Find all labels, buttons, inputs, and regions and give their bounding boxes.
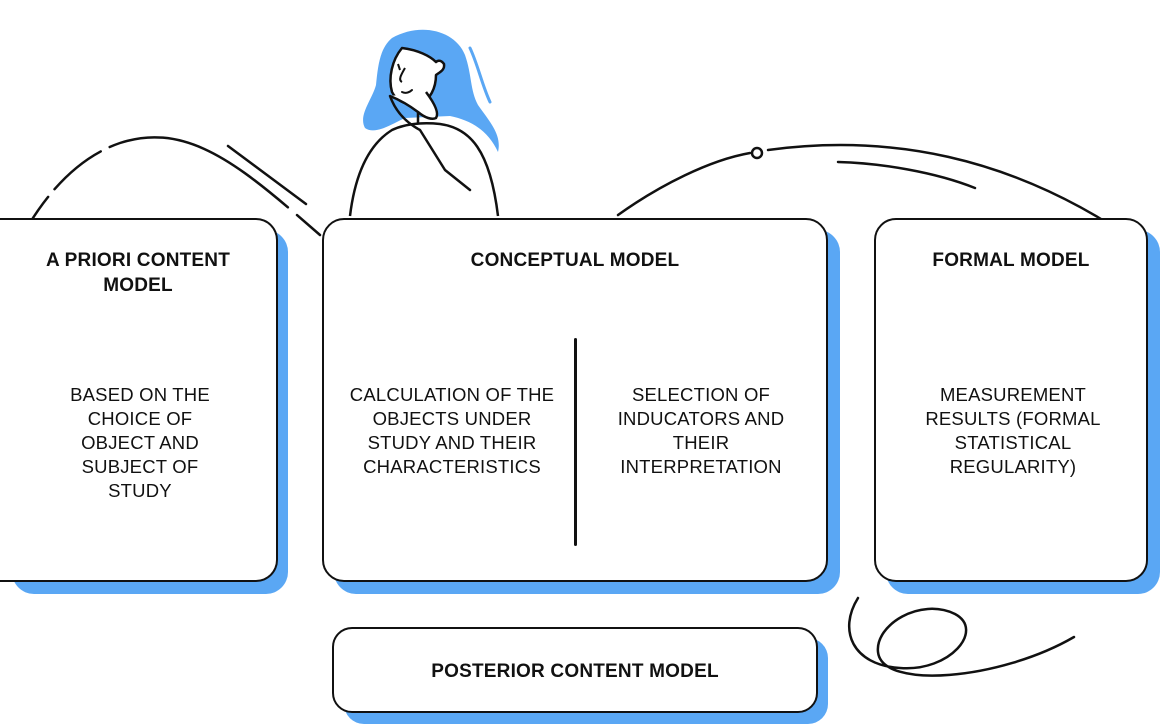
woman-body [348, 122, 500, 217]
a-priori-content-model-card: A PRIORI CONTENT MODEL BASED ON THE CHOI… [0, 218, 278, 582]
posterior-title: POSTERIOR CONTENT MODEL [431, 661, 719, 682]
decorative-line-left [226, 144, 308, 206]
formal-model-card: FORMAL MODEL MEASUREMENT RESULTS (FORMAL… [874, 218, 1148, 582]
formal-text: MEASUREMENT RESULTS (FORMAL STATISTICAL … [925, 384, 1101, 477]
conceptual-divider [574, 338, 577, 546]
a-priori-title: A PRIORI CONTENT MODEL [45, 250, 231, 296]
hair-strand [468, 46, 492, 104]
decorative-curve-right-2 [766, 143, 1150, 252]
formal-title: FORMAL MODEL [932, 250, 1090, 271]
posterior-content-model-card: POSTERIOR CONTENT MODEL [332, 627, 818, 713]
a-priori-text: BASED ON THE CHOICE OF OBJECT AND SUBJEC… [70, 384, 210, 501]
decorative-dashed-curve-left [2, 136, 322, 277]
decorative-circle [750, 146, 764, 160]
woman-hand [388, 94, 472, 192]
conceptual-title: CONCEPTUAL MODEL [470, 250, 680, 271]
decorative-loop [848, 596, 1076, 677]
thinking-woman-illustration [348, 29, 500, 217]
conceptual-model-card: CONCEPTUAL MODEL CALCULATION OF THE OBJE… [322, 218, 828, 582]
woman-face [389, 46, 446, 106]
conceptual-right-text: SELECTION OF INDUCATORS AND THEIR INTERP… [617, 384, 785, 477]
conceptual-left-text: CALCULATION OF THE OBJECTS UNDER STUDY A… [349, 384, 555, 477]
decorative-curve-right-3 [836, 160, 977, 190]
decorative-curve-right [616, 151, 752, 217]
